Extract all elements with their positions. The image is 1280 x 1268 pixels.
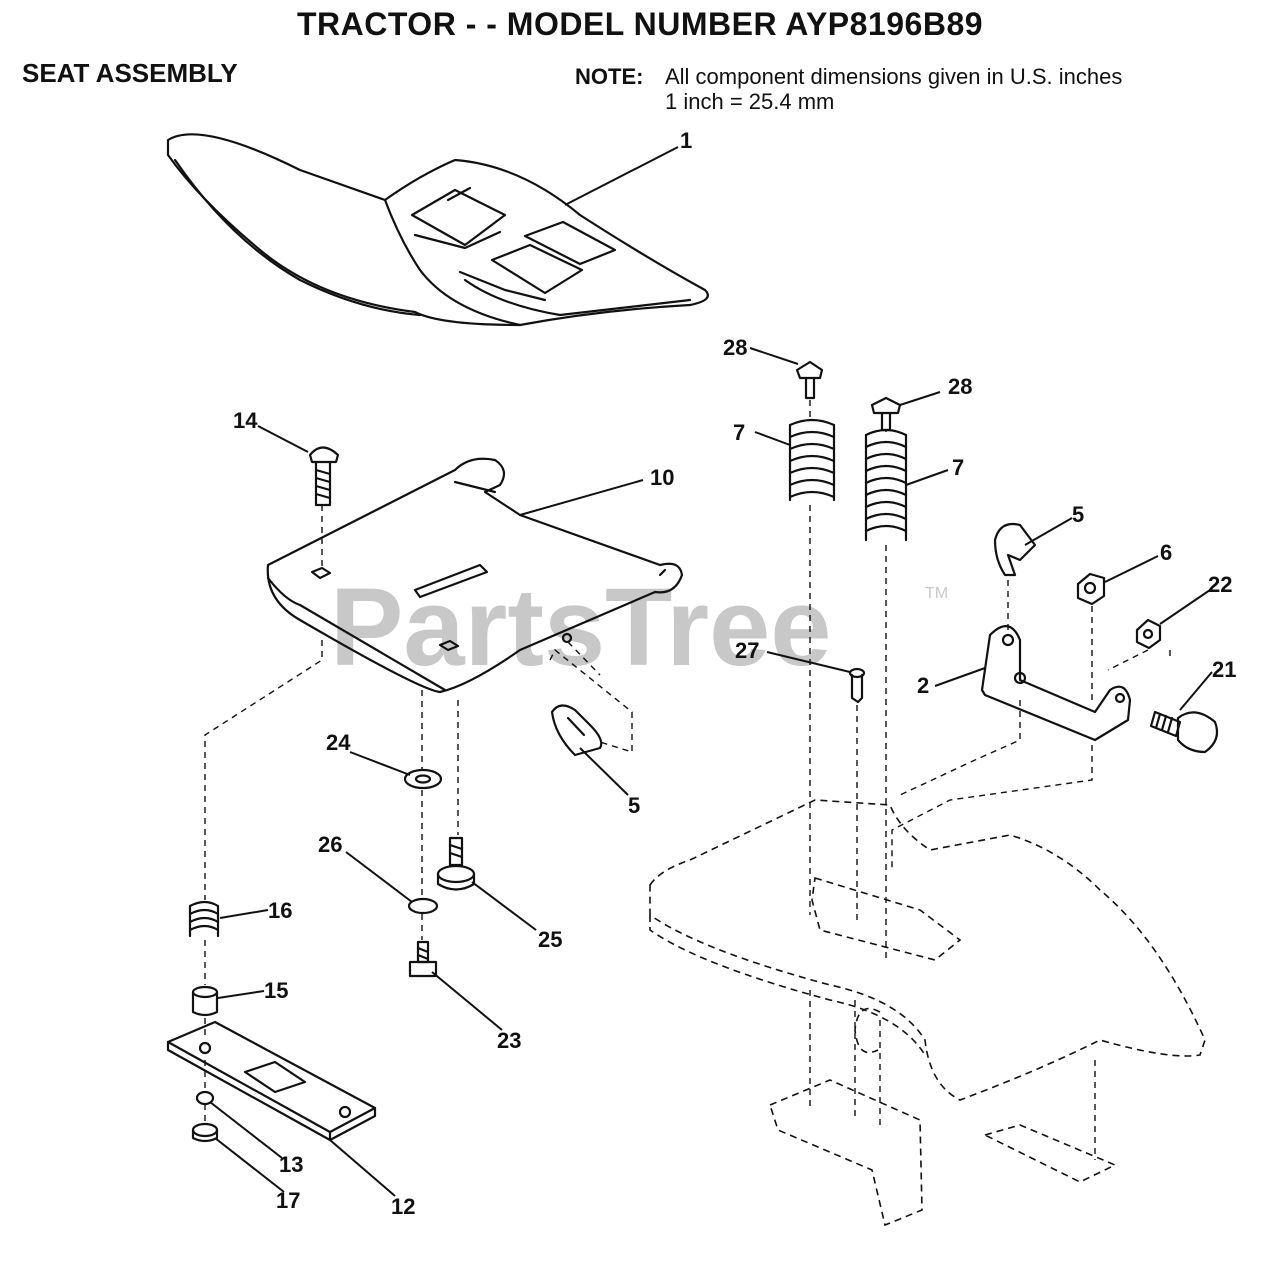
- spring-16-part: [188, 900, 220, 938]
- callout-26: 26: [318, 832, 342, 857]
- page-title: TRACTOR - - MODEL NUMBER AYP8196B89: [296, 6, 984, 42]
- watermark-tm: TM: [925, 585, 948, 602]
- spring-7a-part: [788, 418, 836, 502]
- callout-10: 10: [650, 465, 674, 490]
- callout-14: 14: [233, 408, 258, 433]
- callout-22: 22: [1208, 572, 1232, 597]
- callout-16: 16: [268, 898, 292, 923]
- clip-lower-part: [550, 704, 603, 757]
- callout-25: 25: [538, 927, 562, 952]
- note-label: NOTE:: [575, 64, 644, 89]
- callout-23: 23: [497, 1028, 521, 1053]
- seat-part: [166, 133, 709, 327]
- callout-17: 17: [276, 1188, 300, 1213]
- bolt-21-part: [1149, 710, 1219, 754]
- knob-28b-part: [870, 396, 902, 432]
- carriage-bolt-part: [308, 446, 340, 507]
- callout-28b: 28: [948, 374, 972, 399]
- spacer-part: [191, 985, 219, 1017]
- callout-15: 15: [264, 978, 288, 1003]
- callout-24: 24: [326, 730, 351, 755]
- callout-7a: 7: [733, 420, 745, 445]
- callout-5-upper: 5: [1072, 502, 1084, 527]
- leader-lines: [209, 146, 1213, 1197]
- callout-21: 21: [1212, 657, 1236, 682]
- lock-washer-part: [407, 897, 439, 915]
- nut-6-part: [1076, 572, 1106, 606]
- nut-17-part: [191, 1122, 219, 1143]
- shoulder-bolt-part: [436, 836, 476, 891]
- washer-24-part: [403, 768, 443, 790]
- knob-28a-part: [795, 360, 824, 400]
- dimension-note: NOTE: All component dimensions given in U…: [575, 64, 1122, 114]
- callout-12: 12: [391, 1194, 415, 1219]
- hex-bolt-part: [408, 940, 438, 978]
- callout-2: 2: [917, 673, 929, 698]
- watermark: PartsTree: [330, 566, 831, 689]
- seat-pan-part: [266, 457, 684, 694]
- callout-27: 27: [735, 638, 759, 663]
- section-title: SEAT ASSEMBLY: [22, 58, 238, 88]
- pin-27-part: [848, 667, 866, 704]
- callout-28a: 28: [723, 335, 747, 360]
- frame-ghost: [649, 799, 1206, 1227]
- note-line-2: 1 inch = 25.4 mm: [665, 89, 835, 114]
- callout-5-lower: 5: [628, 793, 640, 818]
- callout-7b: 7: [952, 455, 964, 480]
- bracket-2-part: [980, 625, 1132, 742]
- spring-7b-part: [864, 428, 908, 542]
- alignment-lines: [204, 400, 1171, 1160]
- nut-22-part: [1135, 618, 1162, 650]
- bracket-plate-part: [166, 1020, 377, 1142]
- callout-1: 1: [680, 128, 692, 153]
- callout-6: 6: [1160, 540, 1172, 565]
- clip-upper-part: [993, 522, 1037, 577]
- callout-13: 13: [279, 1152, 303, 1177]
- note-line-1: All component dimensions given in U.S. i…: [665, 64, 1123, 89]
